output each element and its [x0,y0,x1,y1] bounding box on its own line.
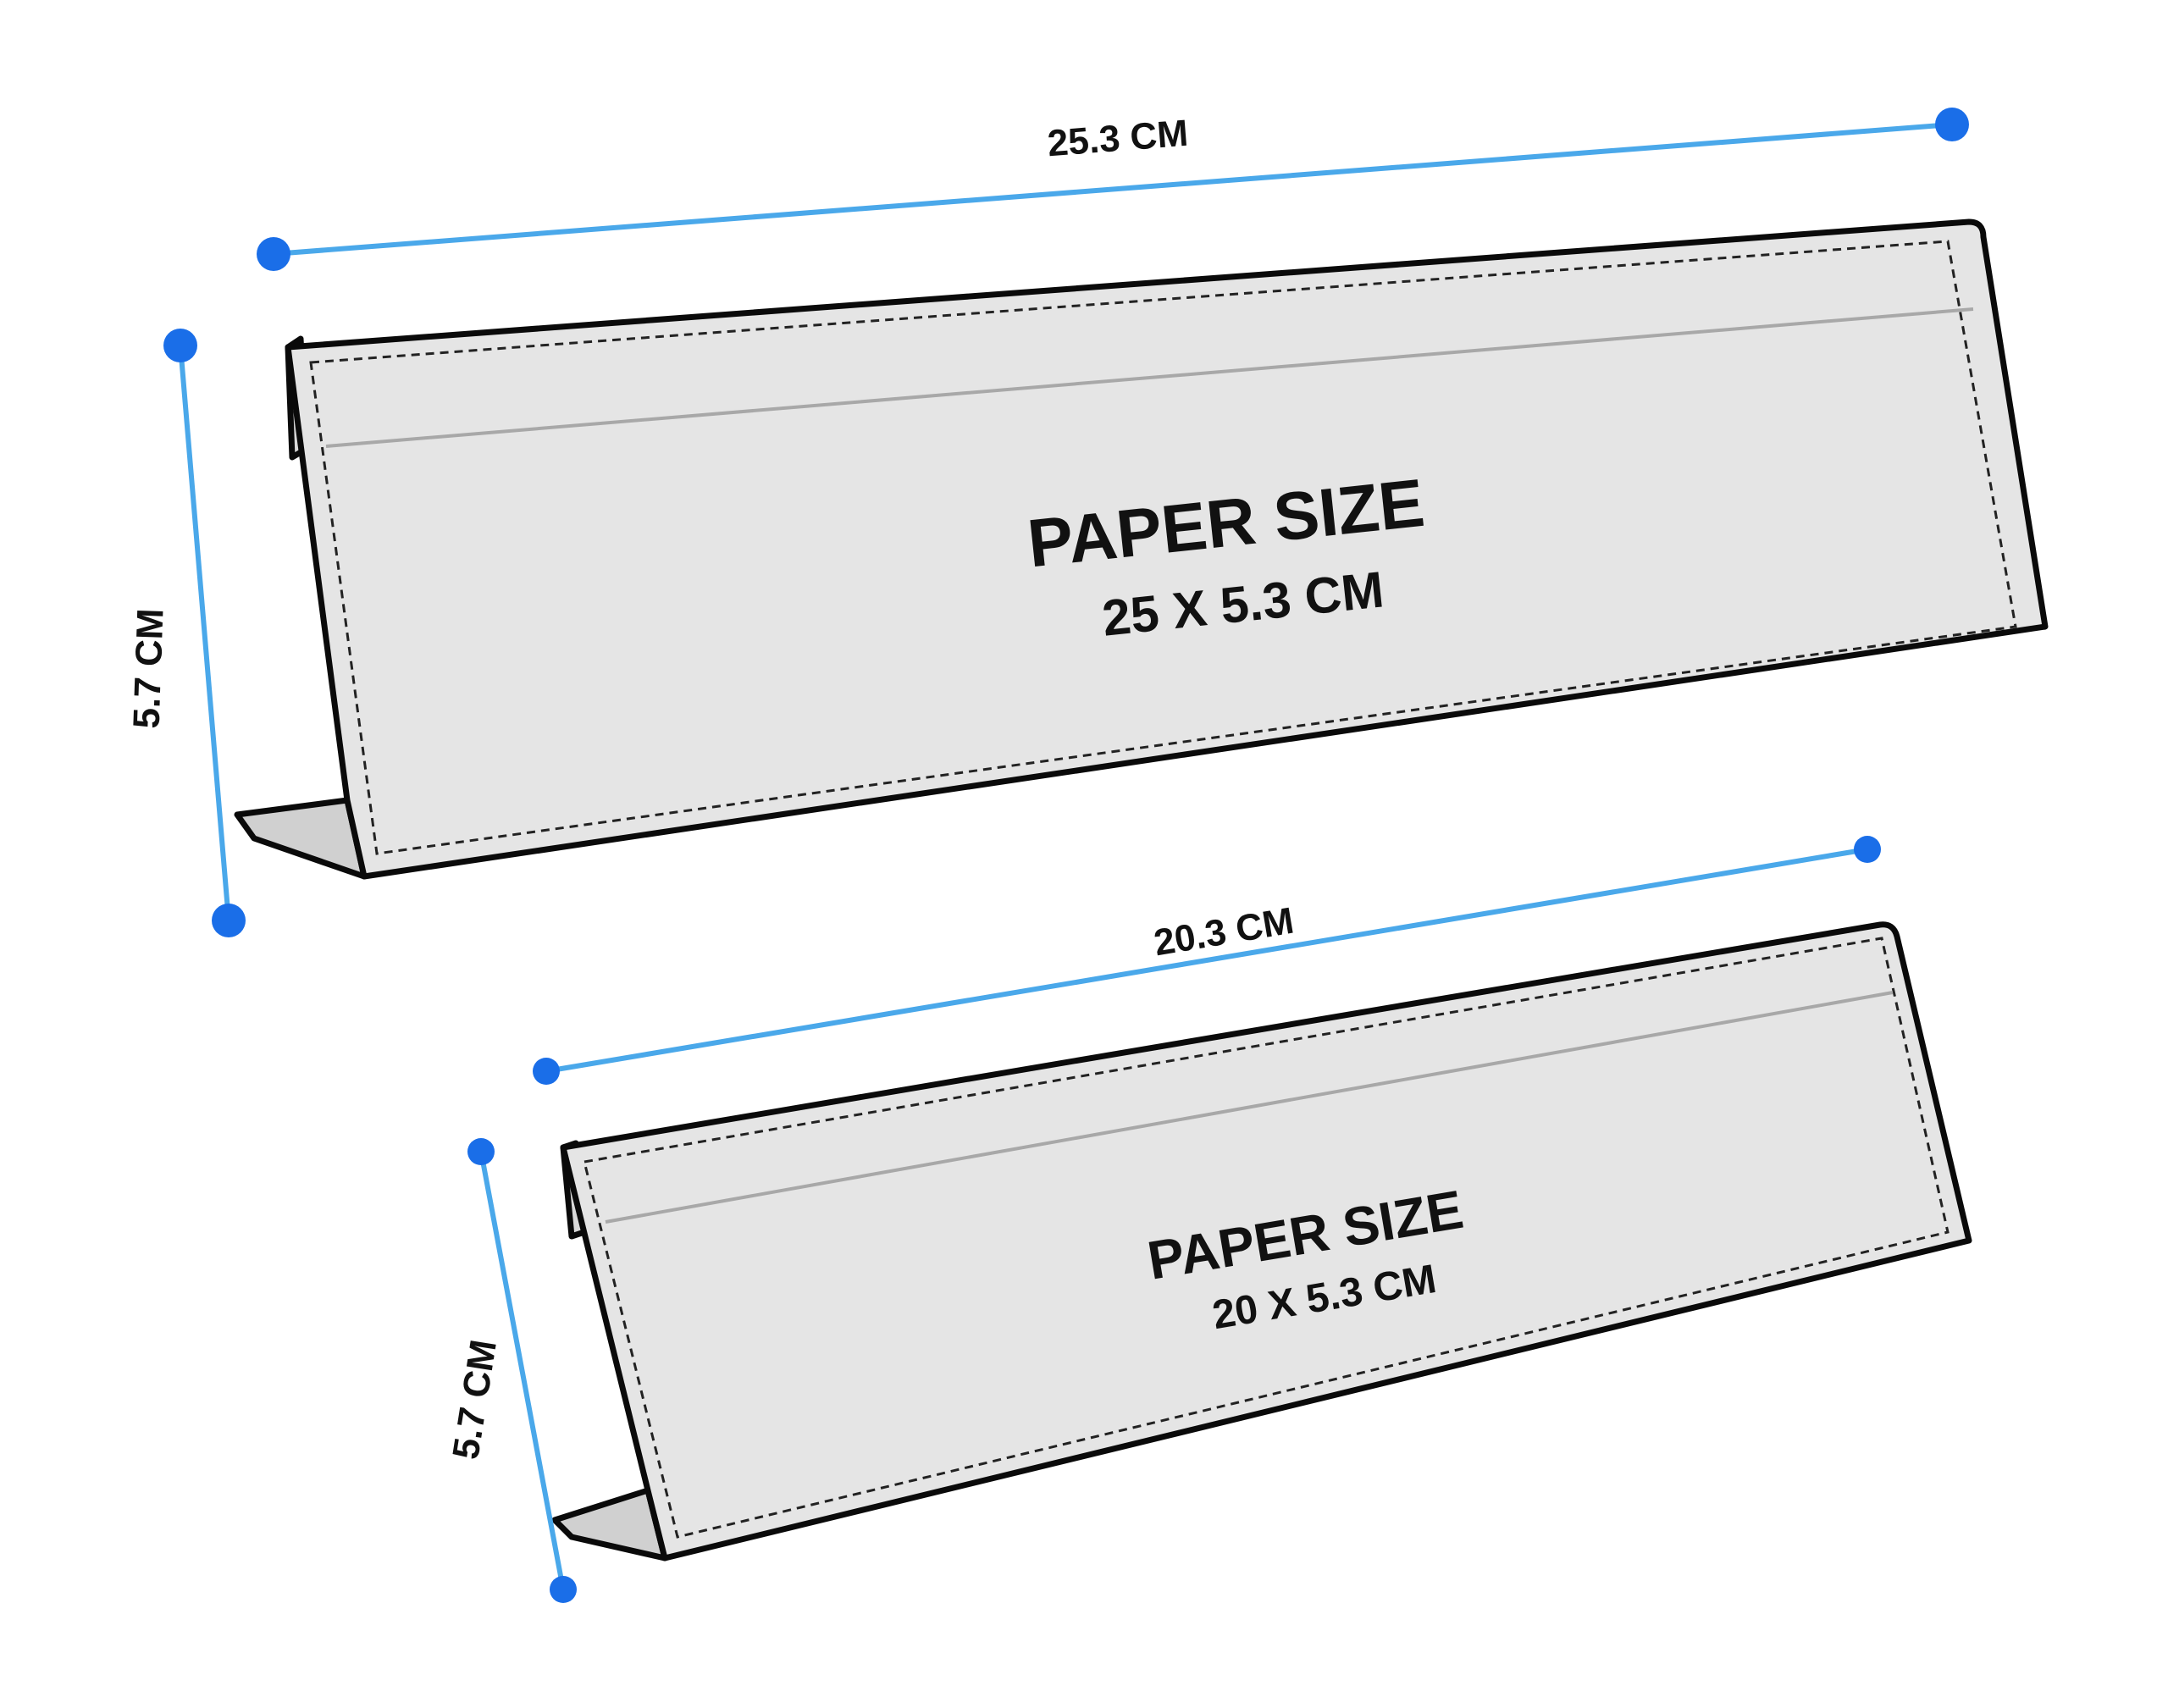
large-holder-foot [234,797,368,880]
dot-icon [533,1058,560,1085]
small-width-label: 20.3 CM [1151,900,1297,965]
large-holder-fold-line [325,307,1974,448]
small-sign-holder: PAPER SIZE 20 X 5.3 CM [551,921,1972,1562]
small-holder-panel [560,921,1972,1562]
dot-icon [257,237,290,271]
large-holder-insert-border [309,240,2017,855]
large-height-line [178,343,231,923]
dot-icon [163,329,197,362]
large-height-label: 5.7 CM [126,608,172,729]
large-width-line [271,122,1955,257]
large-holder-panel [285,218,2049,880]
large-sign-holder: PAPER SIZE 25 X 5.3 CM [234,218,2049,880]
dot-icon [212,904,246,937]
small-holder-fold-line [605,991,1894,1224]
dot-icon [1935,108,1969,141]
small-width-line [544,847,1870,1074]
small-height-line [478,1149,566,1592]
dot-icon [467,1138,495,1165]
small-height-dimension: 5.7 CM [445,1138,577,1603]
small-holder-insert-border [583,937,1950,1539]
small-height-label: 5.7 CM [445,1337,505,1462]
large-width-label: 25.3 CM [1046,113,1190,165]
dot-icon [550,1576,577,1603]
large-height-dimension: 5.7 CM [126,329,246,937]
dot-icon [1854,836,1881,863]
